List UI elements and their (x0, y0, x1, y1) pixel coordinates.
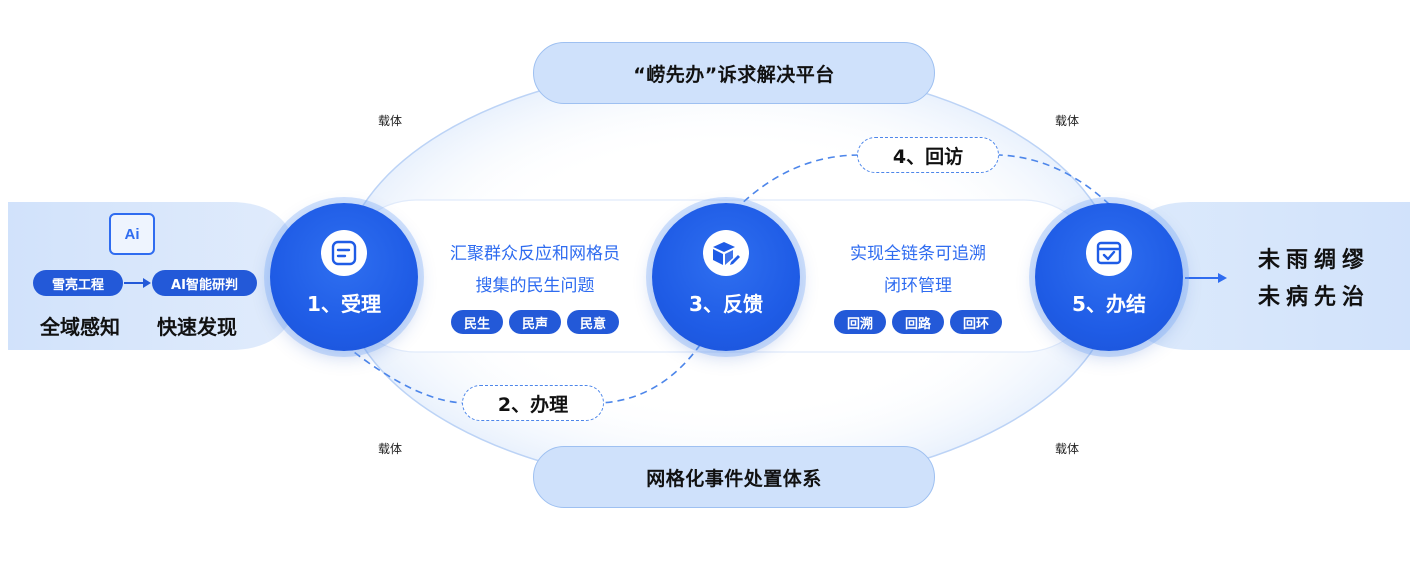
cube-edit-icon (703, 229, 749, 276)
right-band (1120, 202, 1410, 350)
tag-minsheng-voice: 民声 (508, 310, 561, 334)
carrier-label-bottom-right: 载体 (1055, 442, 1080, 456)
pill-ai-analysis: AI智能研判 (152, 270, 257, 296)
caption-quick-find: 快速发现 (157, 315, 237, 339)
caption-global-sense: 全域感知 (40, 315, 120, 339)
middle-2-line1: 实现全链条可追溯 (850, 244, 986, 264)
right-slogan: 未雨绸缪 未病先治 (1258, 242, 1370, 316)
middle-2-line2: 闭环管理 (884, 276, 952, 296)
right-slogan-line1: 未雨绸缪 (1258, 248, 1371, 273)
middle-text-2: 实现全链条可追溯 闭环管理 (808, 238, 1028, 302)
middle-2-tags: 回溯 回路 回环 (812, 310, 1024, 334)
right-arrow-head (1218, 273, 1227, 283)
tag-huisu: 回溯 (833, 310, 886, 334)
pill-xueliang: 雪亮工程 (33, 270, 123, 296)
list-icon (321, 229, 367, 276)
middle-1-tags: 民生 民声 民意 (430, 310, 640, 334)
dashed-curve-4 (734, 154, 1111, 211)
tag-huihuan: 回环 (950, 310, 1003, 334)
node-accept: 1、受理 (270, 203, 418, 351)
middle-1-line2: 搜集的民生问题 (475, 276, 595, 296)
node-complete: 5、办结 (1035, 203, 1183, 351)
middle-text-1: 汇聚群众反应和网格员 搜集的民生问题 (425, 238, 645, 302)
top-platform-title: “崂先办”诉求解决平台 (533, 42, 935, 104)
ai-icon-text: Ai (124, 225, 140, 243)
bottom-platform-title: 网格化事件处置体系 (533, 446, 935, 508)
ai-icon: Ai (109, 213, 155, 255)
right-slogan-line2: 未病先治 (1258, 285, 1371, 310)
step-revisit: 4、回访 (857, 137, 999, 173)
left-arrow-head (143, 278, 151, 288)
tag-huilu: 回路 (891, 310, 944, 334)
calendar-check-icon (1086, 229, 1132, 276)
middle-1-line1: 汇聚群众反应和网格员 (450, 244, 620, 264)
tag-minyi: 民意 (567, 310, 620, 334)
carrier-label-top-left: 载体 (378, 114, 403, 128)
node-complete-label: 5、办结 (1072, 291, 1146, 316)
carrier-label-bottom-left: 载体 (378, 442, 403, 456)
step-handle: 2、办理 (462, 385, 604, 421)
carrier-label-top-right: 载体 (1055, 114, 1080, 128)
node-feedback: 3、反馈 (652, 203, 800, 351)
node-feedback-label: 3、反馈 (689, 291, 763, 316)
tag-minsheng: 民生 (450, 310, 503, 334)
node-accept-label: 1、受理 (307, 291, 381, 316)
